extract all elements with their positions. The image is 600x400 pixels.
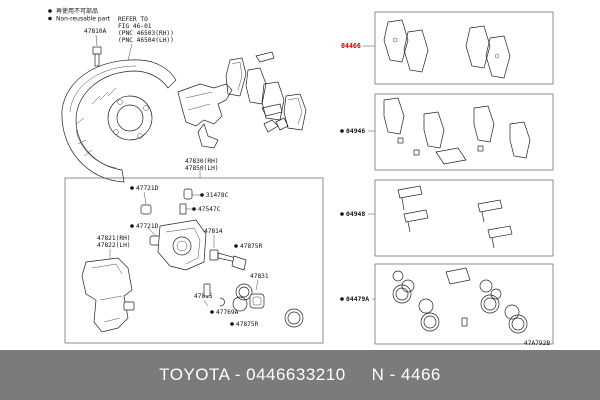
label-47822: 47822(LH) [97, 242, 131, 249]
label-47875r-2: 47875R [236, 321, 259, 328]
shim-kit-04946: 04946 [340, 93, 554, 171]
label-31478c: 31478C [206, 192, 229, 199]
caliper-assembly-box [64, 177, 324, 344]
bolt-47810a: 47810A [84, 28, 107, 67]
label-04948: 04948 [346, 210, 365, 218]
footer-bar: TOYOTA - 0446633210 N - 4466 [0, 350, 600, 400]
label-47769a: 47769A [216, 309, 239, 316]
refer-line-1: REFER TO [118, 16, 148, 23]
upper-bracket [177, 83, 233, 149]
refer-line-3: (PNC 46503(RH)) [118, 30, 174, 37]
label-47721d-2: 47721D [136, 223, 159, 230]
diagram-code: 47A792B [524, 340, 550, 347]
label-04466: 04466 [341, 42, 361, 50]
footer-part-number: TOYOTA - 0446633210 [159, 365, 346, 384]
label-47815: 47815 [194, 293, 213, 300]
refer-line-4: (PNC 46504(LH)) [118, 37, 174, 44]
pad-kit-04466: 04466 [341, 11, 554, 85]
dust-shield [61, 59, 177, 183]
non-reusable-bullet-icon [48, 16, 52, 21]
label-47831: 47831 [250, 273, 269, 280]
label-04946: 04946 [346, 127, 365, 135]
label-47875r-1: 47875R [240, 243, 263, 250]
label-47814: 47814 [204, 228, 223, 235]
refer-note: REFER TO FIG 46-01 (PNC 46503(RH)) (PNC … [118, 16, 174, 61]
label-47830: 47830(RH) [185, 158, 219, 165]
label-47850: 47850(LH) [185, 165, 219, 172]
label-47547c: 47547C [198, 206, 221, 213]
cylinder-kit-04479a: 04479A [340, 263, 554, 345]
label-47810a: 47810A [84, 28, 107, 35]
pad-set-center [225, 51, 307, 133]
label-47721d-1: 47721D [136, 185, 159, 192]
reusable-bullet-icon [48, 9, 52, 13]
refer-line-2: FIG 46-01 [118, 23, 152, 30]
legend-reusable: 再使用不可部品 [56, 7, 98, 15]
label-04479a: 04479A [346, 295, 369, 303]
legend: 再使用不可部品 Non-reusable part [48, 7, 111, 23]
brake-caliper-exploded-diagram: 再使用不可部品 Non-reusable part REFER TO FIG 4… [48, 7, 554, 347]
label-47821: 47821(RH) [97, 235, 131, 242]
fitting-kit-04948: 04948 [340, 179, 554, 257]
caliper-parts: 47721D 31478C 47547C 47721D 47814 47875R… [81, 185, 304, 333]
footer-code: N - 4466 [371, 365, 441, 384]
legend-non-reusable: Non-reusable part [56, 16, 111, 23]
